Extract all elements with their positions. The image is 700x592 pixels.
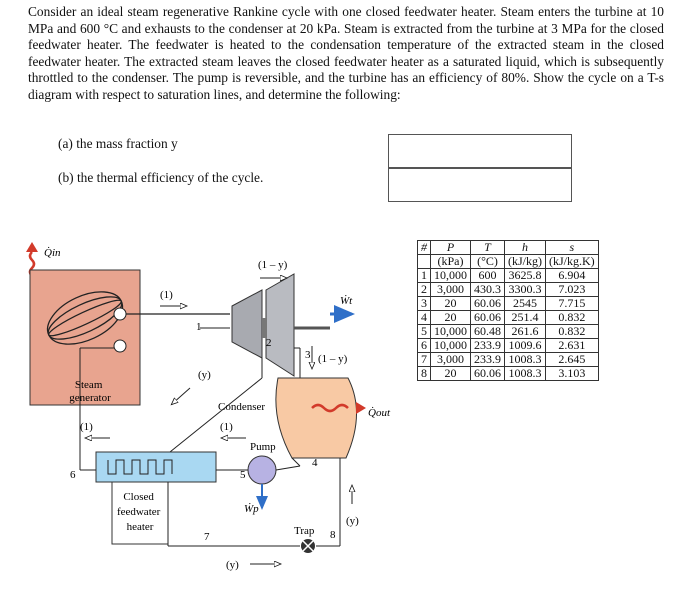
problem-statement: Consider an ideal steam regenerative Ran… (28, 4, 664, 102)
rankine-cycle-diagram: Q̇in Steam generator (1) 1 (1 – y) Ẇt 2 … (26, 242, 391, 571)
q-in-label: Q̇in (44, 247, 61, 259)
pump (247, 455, 277, 485)
state-5: 5 (240, 469, 246, 481)
flow-label-1-y-side: (1 – y) (318, 353, 348, 365)
question-b: (b) the thermal efficiency of the cycle. (58, 170, 264, 185)
state-6: 6 (70, 469, 76, 481)
w-p-label: Ẇp (244, 503, 259, 515)
flow-label-y-bottom: (y) (226, 559, 239, 571)
answer-box-b[interactable] (388, 168, 572, 202)
steam-generator (29, 269, 141, 406)
question-a: (a) the mass fraction y (58, 136, 178, 151)
trap-label: Trap (294, 525, 315, 537)
pump-label: Pump (250, 441, 276, 453)
state-2: 2 (266, 337, 272, 349)
flow-label-y-trap: (y) (346, 515, 359, 527)
flow-label-1-top: (1) (160, 289, 173, 301)
state-3: 3 (305, 349, 311, 361)
q-out-label: Q̇out (368, 407, 391, 419)
w-t-label: Ẇt (340, 295, 353, 307)
state-4: 4 (312, 457, 318, 469)
answer-box-a[interactable] (388, 134, 572, 168)
turbine (231, 289, 263, 359)
q-out-arrow (311, 403, 349, 413)
boiler-tubes (46, 291, 124, 345)
state-1: 1 (196, 321, 202, 333)
condenser (275, 377, 357, 459)
steam-generator-label: Steam generator (69, 379, 111, 404)
flow-label-1-sg: (1) (80, 421, 93, 433)
flow-label-y: (y) (198, 369, 211, 381)
state-8: 8 (330, 529, 336, 541)
heater-label: Closed feedwater heater (117, 491, 163, 533)
condenser-label: Condenser (218, 401, 265, 413)
state-7: 7 (204, 531, 210, 543)
flow-label-1-y-top: (1 – y) (258, 259, 288, 271)
heater-coil (107, 459, 173, 475)
flow-label-1-cond: (1) (220, 421, 233, 433)
